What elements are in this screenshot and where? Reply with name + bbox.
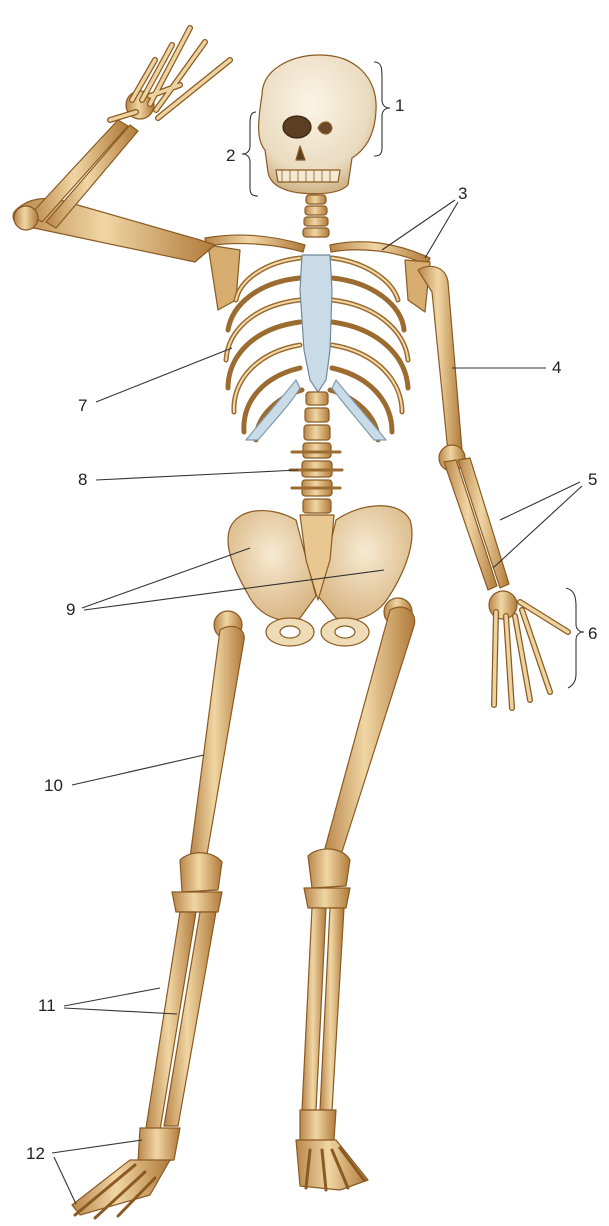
label-3: 3	[458, 184, 467, 204]
label-1: 1	[395, 96, 404, 116]
label-6: 6	[588, 624, 597, 644]
skull	[259, 55, 377, 194]
left-leg	[296, 598, 415, 1190]
pelvis	[228, 506, 412, 646]
leader-12a	[52, 1140, 142, 1153]
leader-5a	[500, 482, 580, 520]
bracket-2	[242, 112, 258, 196]
label-10: 10	[44, 776, 63, 796]
leader-8	[96, 470, 298, 480]
leader-12b	[54, 1157, 76, 1204]
label-11: 11	[38, 996, 56, 1016]
cervical-spine	[303, 195, 329, 237]
label-7: 7	[78, 396, 87, 416]
right-leg	[72, 611, 244, 1218]
label-2: 2	[226, 146, 235, 166]
label-9: 9	[66, 600, 75, 620]
sternum	[300, 255, 332, 392]
leader-5b	[493, 486, 582, 568]
left-arm	[418, 266, 568, 708]
leader-7	[96, 348, 232, 402]
leader-3b	[425, 202, 458, 258]
label-12: 12	[26, 1144, 45, 1164]
label-8: 8	[78, 470, 87, 490]
label-4: 4	[552, 358, 561, 378]
bracket-6	[566, 588, 584, 688]
spine	[290, 392, 342, 513]
leader-11b	[64, 1008, 177, 1014]
leader-11a	[64, 988, 160, 1006]
right-arm	[13, 28, 230, 262]
leader-10	[72, 755, 204, 785]
label-5: 5	[588, 470, 597, 490]
